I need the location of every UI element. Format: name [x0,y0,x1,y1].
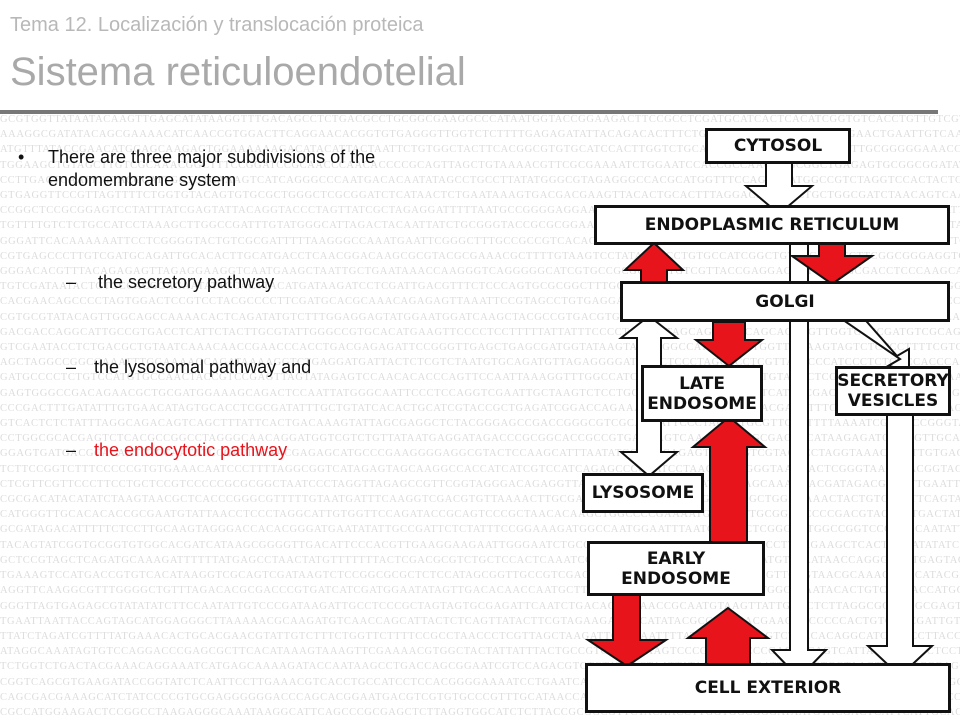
arrow-exterior-to-early-endosome [685,606,771,667]
box-golgi: GOLGI [620,281,950,322]
arrow-golgi-to-late-endosome [693,321,765,368]
dash-marker: – [66,440,77,460]
sub-item-text: the endocytotic pathway [94,440,288,460]
arrow-secretory-to-exterior [865,411,935,678]
arrow-er-to-golgi [788,242,876,286]
dash-marker: – [66,272,77,292]
slide-title: Sistema reticuloendotelial [10,50,466,94]
arrow-early-endosome-to-exterior [584,592,670,668]
box-secretory-vesicles: SECRETORY VESICLES [835,366,951,416]
box-cell-exterior: CELL EXTERIOR [585,663,951,713]
box-early-endosome: EARLY ENDOSOME [587,541,765,596]
sub-item-text: the secretory pathway [98,272,275,292]
box-endoplasmic-reticulum: ENDOPLASMIC RETICULUM [594,205,950,245]
arrow-cytosol-to-er [743,161,815,216]
bullet-marker: • [18,147,25,167]
arrow-golgi-to-er [622,241,686,285]
dna-sequence-background: GCGTGGTTATAATACAAGTTGAGCATATAAGGTTTGACAG… [0,114,960,718]
box-cytosol: CYTOSOL [705,128,851,164]
box-late-endosome: LATE ENDOSOME [641,365,763,422]
sub-item-text: the lysosomal pathway and [94,357,312,377]
arrow-golgi-to-secretory [844,312,910,372]
title-divider [0,110,938,114]
slide-subtitle: Tema 12. Localización y translocación pr… [10,14,424,36]
main-bullet-text: There are three major subdivisions of th… [48,147,376,190]
dash-marker: – [66,357,77,377]
box-lysosome: LYSOSOME [582,473,704,513]
